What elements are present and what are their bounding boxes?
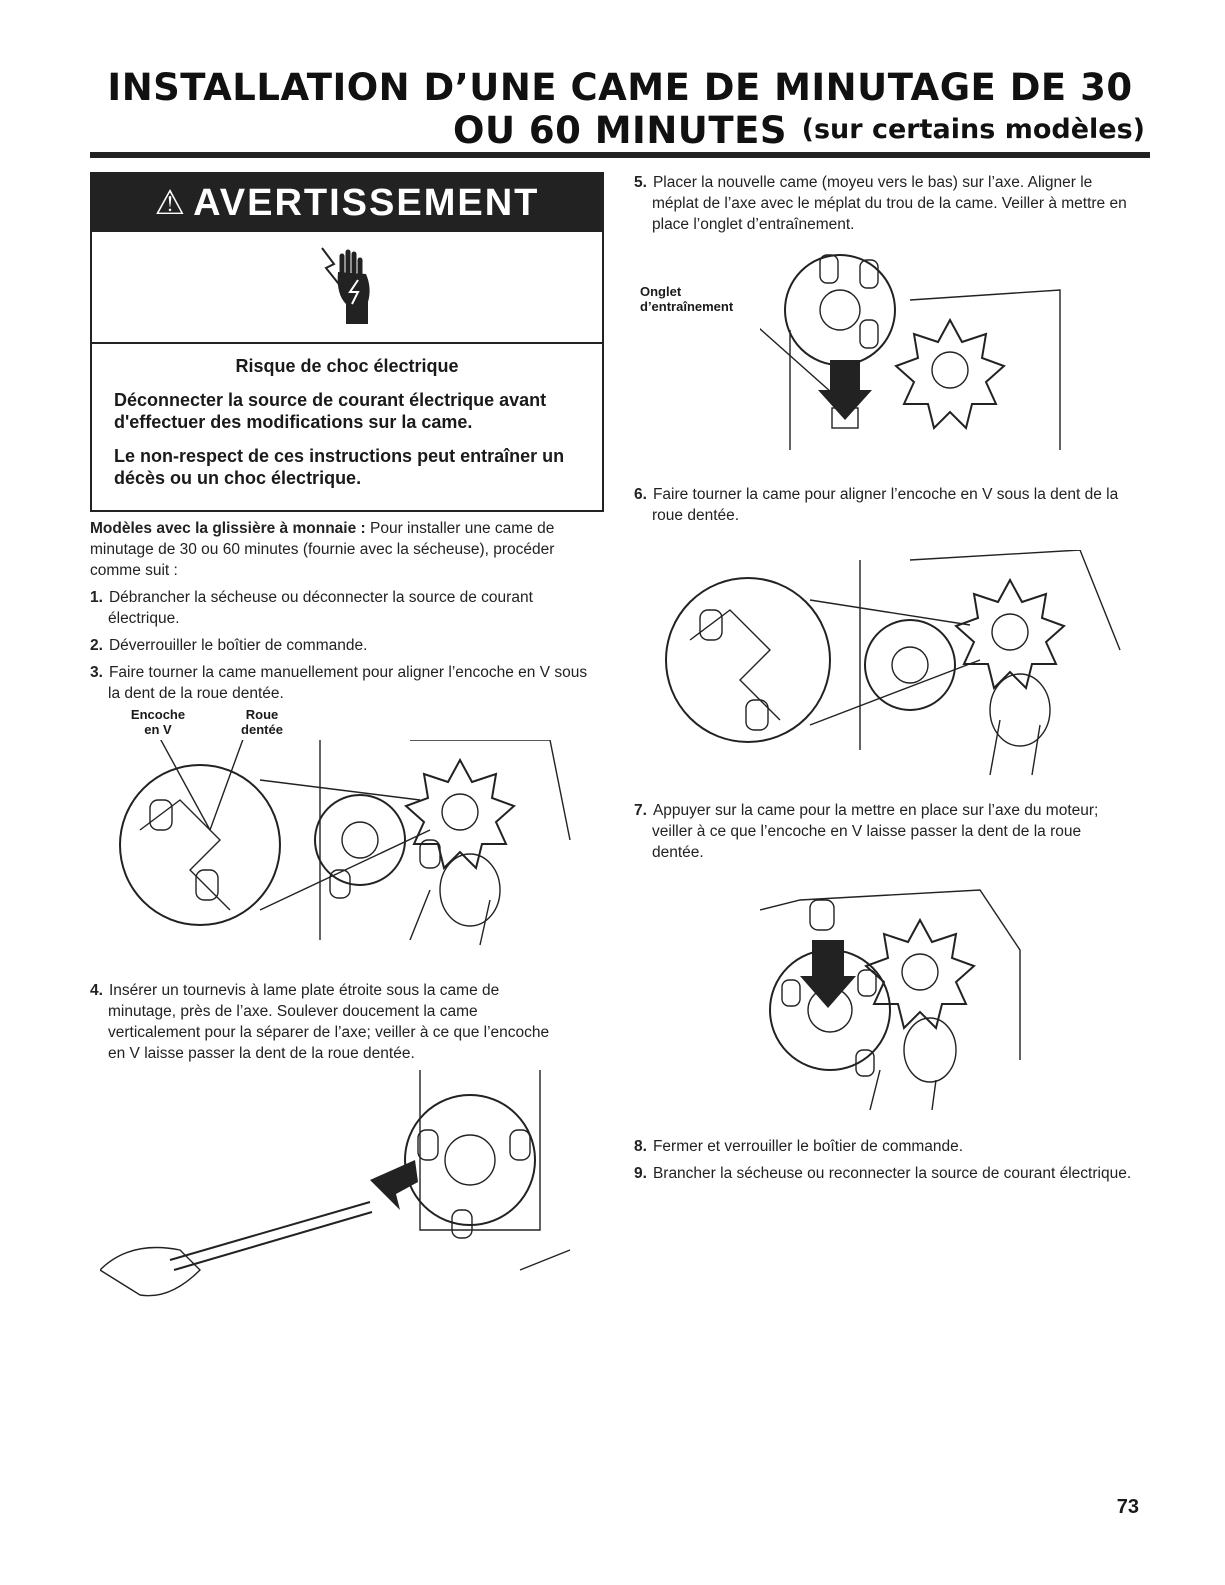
figure-step-4	[100, 1070, 571, 1297]
warning-line-1: Déconnecter la source de courant électri…	[114, 390, 547, 432]
figure-step-7	[760, 889, 1021, 1110]
warning-line-2: Le non-respect de ces instructions peut …	[114, 446, 565, 488]
electric-shock-hand-icon	[92, 232, 602, 342]
intro-text: Pour installer une came de minutage de 3…	[90, 520, 555, 579]
warning-risk: Risque de choc électrique	[235, 356, 459, 376]
figure-step-3	[119, 740, 571, 946]
left-column-text: Modèles avec la glissière à monnaie : Po…	[90, 518, 600, 710]
step-7-block: 7.Appuyer sur la came pour la mettre en …	[634, 800, 1134, 869]
step-5-block: 5.Placer la nouvelle came (moyeu vers le…	[634, 172, 1134, 241]
intro-paragraph: Modèles avec la glissière à monnaie : Po…	[90, 518, 600, 581]
step-4: 4.Insérer un tournevis à lame plate étro…	[90, 982, 550, 1062]
figure-step-5	[760, 254, 1061, 450]
step-8: 8.Fermer et verrouiller le boîtier de co…	[634, 1138, 964, 1155]
step-6: 6.Faire tourner la came pour aligner l’e…	[634, 486, 1119, 524]
step-5: 5.Placer la nouvelle came (moyeu vers le…	[634, 174, 1127, 233]
intro-lead: Modèles avec la glissière à monnaie :	[90, 520, 366, 537]
warning-label: AVERTISSEMENT	[193, 181, 540, 224]
step-7: 7.Appuyer sur la came pour la mettre en …	[634, 802, 1099, 861]
callout-roue: Roue dentée	[241, 707, 283, 737]
warning-header: ⚠ AVERTISSEMENT	[92, 174, 602, 232]
warning-box: ⚠ AVERTISSEMENT Risque de choc électriqu…	[90, 172, 604, 512]
warning-triangle-icon: ⚠	[154, 184, 188, 222]
title-rule	[90, 152, 1150, 158]
step-9: 9.Brancher la sécheuse ou reconnecter la…	[634, 1165, 1132, 1182]
page-subtitle: (sur certains modèles)	[801, 114, 1145, 145]
callout-encoche: Encoche en V	[130, 707, 186, 737]
step-4-block: 4.Insérer un tournevis à lame plate étro…	[90, 980, 560, 1070]
step-6-block: 6.Faire tourner la came pour aligner l’e…	[634, 484, 1134, 532]
page-number: 73	[1116, 1496, 1139, 1518]
page-title: INSTALLATION D’UNE CAME DE MINUTAGE DE 3…	[107, 66, 1133, 152]
warning-text: Risque de choc électrique Déconnecter la…	[92, 342, 602, 489]
step-2: 2.Déverrouiller le boîtier de commande.	[90, 637, 368, 654]
step-1: 1.Débrancher la sécheuse ou déconnecter …	[90, 589, 533, 627]
figure-step-6	[665, 550, 1121, 776]
steps-8-9-block: 8.Fermer et verrouiller le boîtier de co…	[634, 1136, 1134, 1190]
step-3: 3.Faire tourner la came manuellement pou…	[90, 664, 588, 702]
callout-onglet: Onglet d’entraînement	[640, 284, 734, 314]
